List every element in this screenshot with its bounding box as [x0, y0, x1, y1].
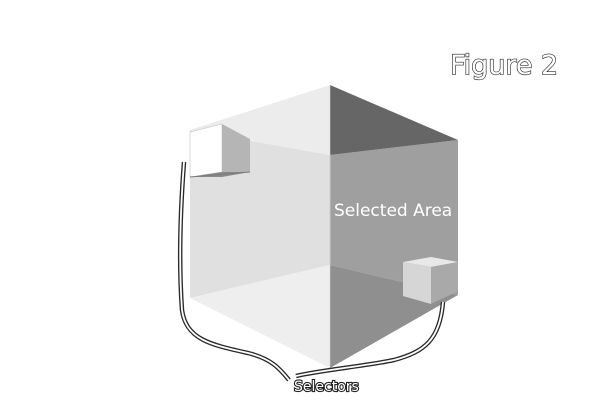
selector-cube-top-left[interactable] [189, 123, 251, 178]
selectors-label: Selectors [294, 379, 359, 395]
back-right-wall [330, 140, 458, 295]
selected-area-label: Selected Area [334, 201, 452, 221]
selectors-bracket [178, 161, 446, 382]
floor-left [190, 265, 330, 368]
top-left-panel [190, 85, 330, 155]
top-right-panel [330, 85, 458, 155]
figure-title: Figure 2 [450, 50, 558, 81]
selector-cube-bottom-right[interactable] [403, 257, 458, 304]
